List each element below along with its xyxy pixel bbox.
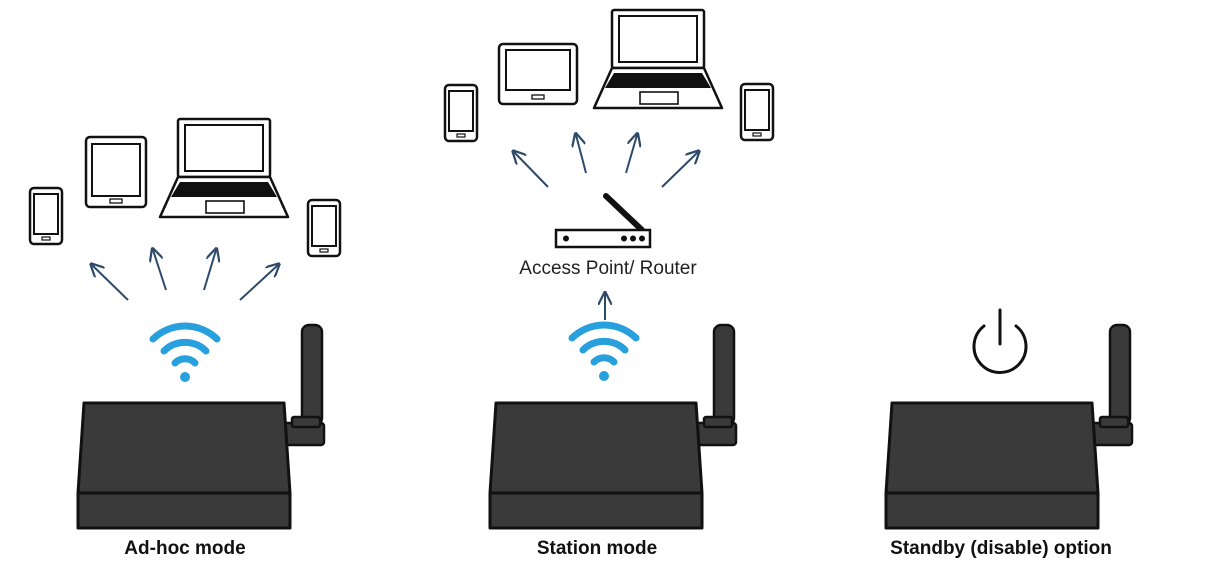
arrow — [625, 135, 637, 174]
router-icon — [554, 193, 652, 249]
adhoc-panel — [28, 117, 342, 530]
arrow — [239, 265, 278, 301]
phone-icon — [28, 186, 64, 246]
arrow — [153, 250, 167, 291]
power-icon — [972, 308, 1028, 374]
tablet-icon — [497, 42, 579, 106]
wifi-icon — [572, 325, 636, 381]
tablet-icon — [84, 135, 148, 209]
phone-icon — [443, 83, 479, 143]
phone-icon — [739, 82, 775, 142]
station-panel — [443, 8, 775, 530]
laptop-icon — [592, 8, 724, 110]
arrow — [514, 152, 549, 188]
arrow — [92, 265, 129, 301]
adhoc-caption: Ad-hoc mode — [124, 538, 246, 559]
gateway-device — [488, 323, 738, 530]
standby-panel — [884, 308, 1134, 530]
router-label: Access Point/ Router — [519, 258, 697, 279]
gateway-device — [76, 323, 326, 530]
arrow — [661, 152, 698, 188]
arrow — [576, 135, 587, 174]
wifi-icon — [153, 326, 217, 382]
arrow — [203, 250, 216, 291]
station-caption: Station mode — [536, 538, 658, 559]
gateway-device — [884, 323, 1134, 530]
laptop-icon — [158, 117, 290, 219]
standby-caption: Standby (disable) option — [890, 538, 1112, 559]
phone-icon — [306, 198, 342, 258]
